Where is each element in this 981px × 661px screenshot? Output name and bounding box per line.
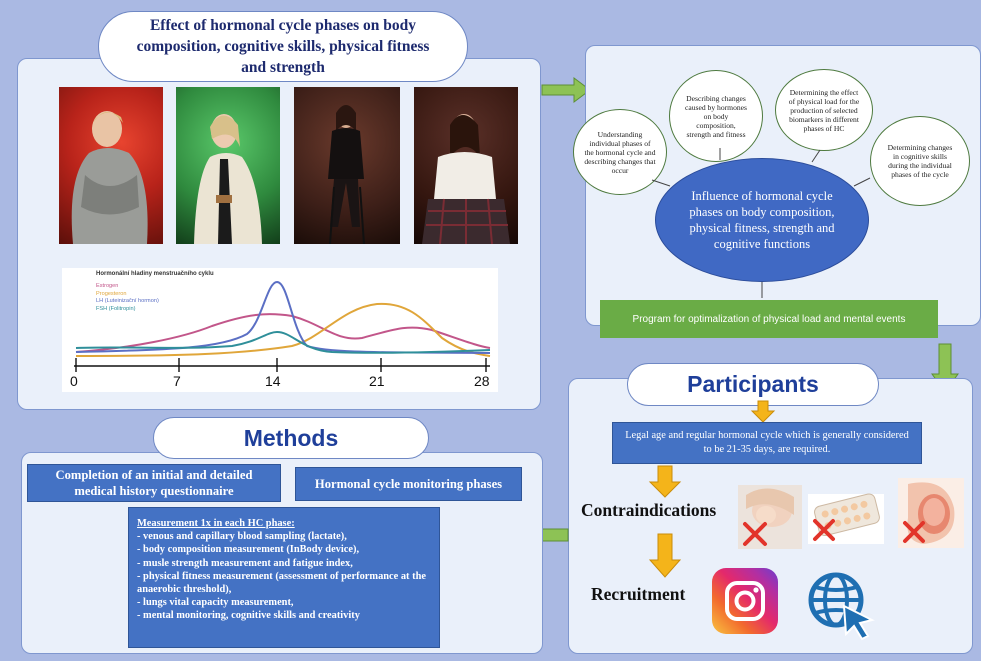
goal-center-ellipse: Influence of hormonal cycle phases on bo…: [655, 158, 869, 282]
woman-figure-3: [328, 105, 365, 244]
hormone-chart-title: Hormonální hladiny menstruačního cyklu: [96, 271, 214, 277]
legend-progesteron: Progesteron: [96, 290, 127, 297]
main-title-pill: Effect of hormonal cycle phases on body …: [98, 11, 468, 82]
contraceptive-pill-image: [808, 493, 884, 544]
legend-fsh: FSH (Folitropin): [96, 305, 136, 312]
photo-woman-green: [176, 87, 280, 244]
methods-heading: Methods: [243, 424, 339, 451]
pregnancy-image: [898, 478, 964, 548]
woman-figure-2: [194, 114, 262, 244]
main-title: Effect of hormonal cycle phases on body …: [136, 17, 430, 76]
measurement-item: - mental monitoring, cognitive skills an…: [137, 610, 360, 622]
measurement-item: - body composition measurement (InBody d…: [137, 544, 360, 556]
tick-label-7: 7: [173, 373, 181, 389]
goal-bubble-4: Determining changes in cognitive skills …: [870, 116, 970, 206]
tick-label-21: 21: [369, 373, 385, 389]
photo-woman-seated: [414, 87, 518, 244]
breastfeeding-icon: [746, 488, 794, 527]
woman-figure-4: [422, 114, 510, 244]
measurement-box: Measurement 1x in each HC phase: - venou…: [128, 507, 440, 648]
red-x-icon: [903, 521, 925, 543]
arrow-down-orange-1: [750, 400, 776, 423]
arrow-right-green: [541, 77, 591, 103]
goal-bubble-3: Determining the effect of physical load …: [775, 69, 873, 151]
lh-curve: [75, 280, 491, 354]
cycle-monitoring-box: Hormonal cycle monitoring phases: [295, 467, 522, 501]
methods-pill: Methods: [153, 417, 429, 459]
legend-lh: LH (Luteinizační hormon): [96, 298, 159, 304]
participants-pill: Participants: [627, 363, 879, 406]
globe-glyph: [808, 572, 875, 641]
breastfeeding-image: [738, 485, 802, 549]
tick-label-0: 0: [70, 373, 78, 389]
measurement-item: - lungs vital capacity measurement,: [137, 597, 294, 609]
participants-heading: Participants: [687, 371, 819, 397]
program-bar: Program for optimalization of physical l…: [600, 300, 938, 338]
red-x-icon: [813, 519, 835, 541]
measurement-item: - venous and capillary blood sampling (l…: [137, 531, 347, 543]
goal-bubble-1: Understanding individual phases of the h…: [573, 109, 667, 195]
woman-figure-1: [71, 111, 148, 244]
contraindications-label: Contraindications: [581, 500, 717, 520]
globe-cursor-icon[interactable]: [806, 570, 876, 641]
legend-estrogen: Estrogen: [96, 283, 119, 289]
recruitment-label: Recruitment: [591, 584, 686, 604]
fsh-curve: [75, 330, 491, 354]
red-x-icon: [743, 522, 767, 546]
progesteron-curve: [75, 302, 491, 357]
goal-bubble-2: Describing changes caused by hormones on…: [669, 70, 763, 162]
hormone-chart: Hormonální hladiny menstruačního cyklu E…: [62, 268, 498, 392]
tick-label-14: 14: [265, 373, 281, 389]
hormone-chart-legend: Estrogen Progesteron LH (Luteinizační ho…: [96, 283, 159, 313]
hormone-curves: [74, 280, 491, 372]
requirement-text: Legal age and regular hormonal cycle whi…: [625, 430, 909, 455]
instagram-glyph: [725, 581, 765, 621]
photo-woman-red: [59, 87, 163, 244]
measurement-item: - physical fitness measurement (assessme…: [137, 570, 426, 596]
medical-history-box: Completion of an initial and detailed me…: [27, 464, 281, 502]
measurement-item: - musle strength measurement and fatigue…: [137, 557, 353, 569]
goal-connector-lines: [651, 148, 871, 298]
medical-history-text: Completion of an initial and detailed me…: [55, 468, 253, 498]
tick-label-28: 28: [474, 373, 490, 389]
instagram-icon[interactable]: [712, 568, 778, 634]
arrow-down-orange-3: [648, 533, 682, 578]
cycle-monitoring-text: Hormonal cycle monitoring phases: [314, 476, 503, 491]
photo-woman-stool: [294, 87, 400, 244]
measurement-heading: Measurement 1x in each HC phase:: [137, 518, 295, 529]
arrow-down-orange-2: [648, 465, 682, 498]
requirement-box: Legal age and regular hormonal cycle whi…: [612, 422, 922, 464]
estrogen-curve: [75, 313, 491, 353]
